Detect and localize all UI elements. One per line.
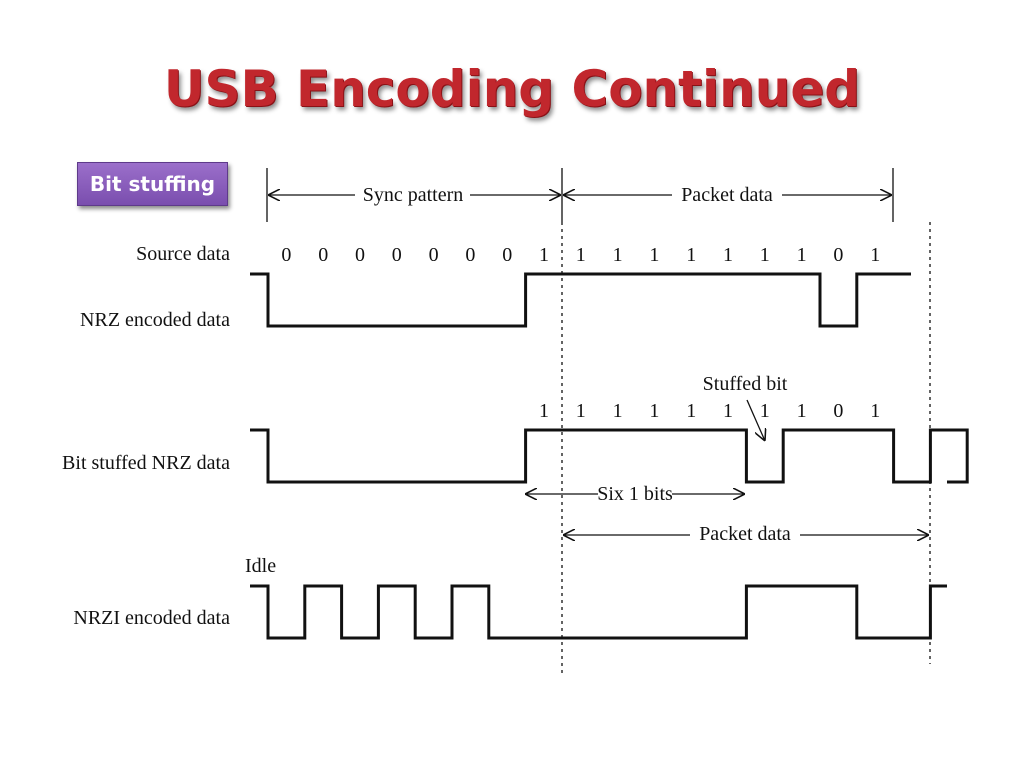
packet-data-bottom-label: Packet data [699, 523, 791, 545]
slide-title: USB Encoding Continued [163, 60, 861, 118]
bit-stuffed-nrz-waveform [250, 428, 969, 484]
stuffed-bit-pointer [746, 399, 765, 441]
source-bit: 0 [833, 244, 843, 266]
source-bit: 1 [576, 244, 586, 266]
source-bit: 1 [539, 244, 549, 266]
sync-pattern-label: Sync pattern [363, 184, 464, 206]
source-bit: 0 [502, 244, 512, 266]
source-bit: 0 [318, 244, 328, 266]
idle-label: Idle [245, 555, 276, 577]
nrz-waveform [250, 272, 911, 328]
stuffed-row-bit: 1 [539, 400, 549, 422]
stuffed-row-bits: 1 1 1 1 1 1 1 1 0 1 [539, 400, 880, 422]
stuffed-row-bit: 1 [870, 400, 880, 422]
six-ones-label: Six 1 bits [597, 483, 673, 505]
source-bit: 0 [392, 244, 402, 266]
source-bit: 1 [649, 244, 659, 266]
source-bit: 0 [355, 244, 365, 266]
stuffed-row-bit: 1 [649, 400, 659, 422]
stuffed-bit-label: Stuffed bit [703, 373, 788, 395]
nrz-encoded-label: NRZ encoded data [80, 309, 230, 331]
source-bit: 1 [723, 244, 733, 266]
source-bit: 1 [760, 244, 770, 266]
source-bit: 1 [613, 244, 623, 266]
nrzi-encoded-label: NRZI encoded data [73, 607, 230, 629]
source-bit: 0 [465, 244, 475, 266]
bit-stuffed-nrz-label: Bit stuffed NRZ data [62, 452, 230, 474]
stuffed-row-bit: 0 [833, 400, 843, 422]
source-data-label: Source data [136, 243, 230, 265]
source-bit: 0 [281, 244, 291, 266]
stuffed-row-bit: 1 [576, 400, 586, 422]
stuffed-row-bit: 1 [613, 400, 623, 422]
source-bit: 1 [686, 244, 696, 266]
stuffed-row-bit: 1 [797, 400, 807, 422]
source-bit: 0 [429, 244, 439, 266]
stuffed-row-bit: 1 [760, 400, 770, 422]
stuffed-row-bit: 1 [686, 400, 696, 422]
source-bits: 0 0 0 0 0 0 0 1 1 1 1 1 1 1 1 0 1 [281, 244, 880, 266]
nrzi-waveform [250, 584, 947, 640]
packet-data-top-label: Packet data [681, 184, 773, 206]
source-bit: 1 [870, 244, 880, 266]
stuffed-row-bit: 1 [723, 400, 733, 422]
source-bit: 1 [797, 244, 807, 266]
bit-stuffing-badge: Bit stuffing [77, 162, 228, 206]
